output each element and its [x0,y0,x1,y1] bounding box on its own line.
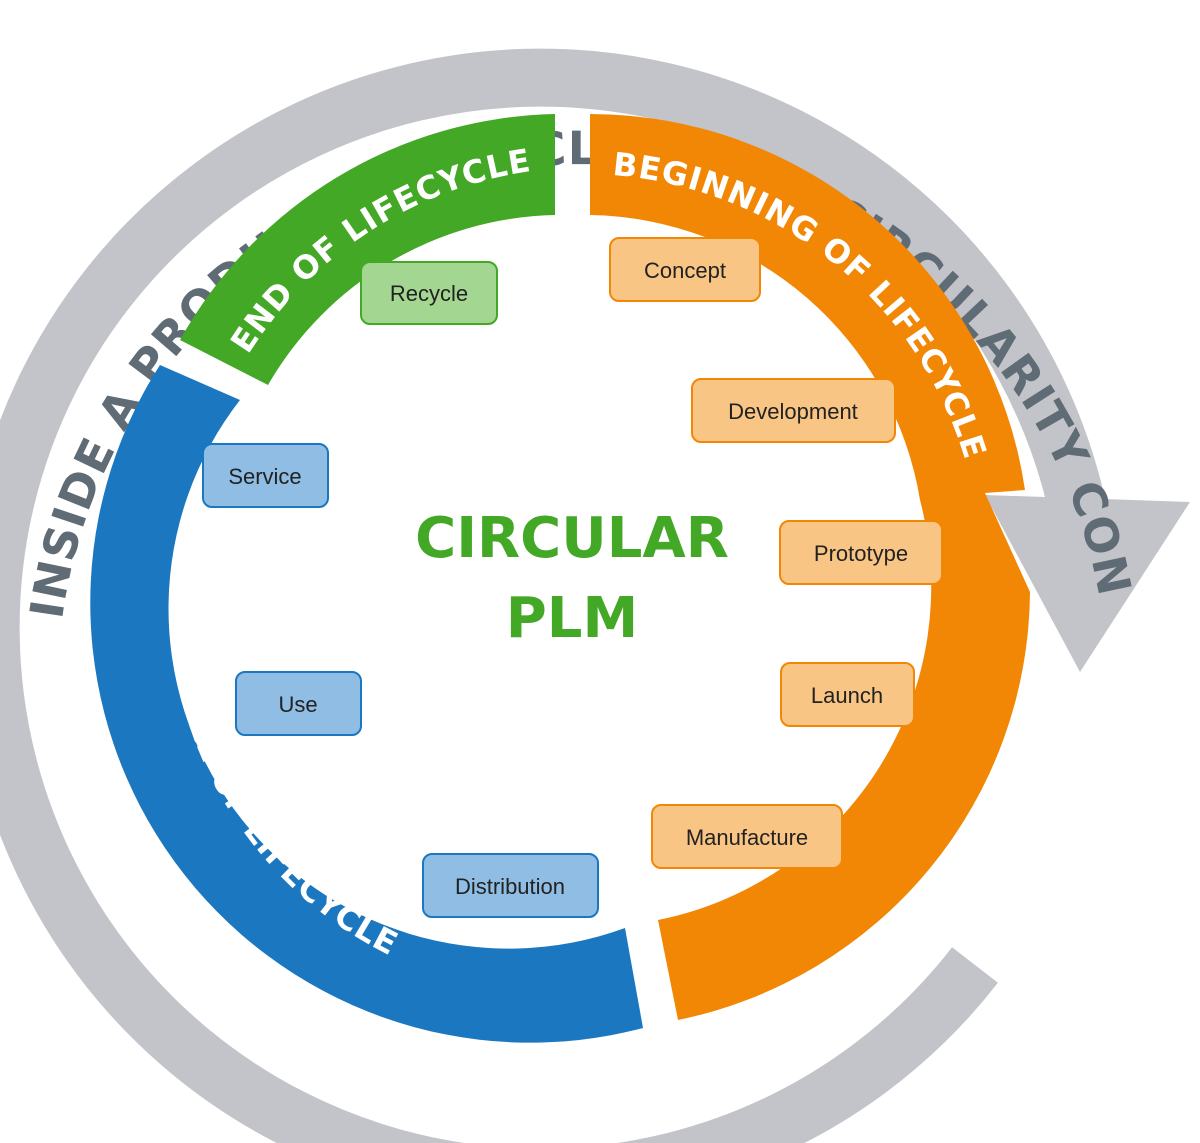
stage-label: Manufacture [686,825,808,850]
stage-box [422,853,599,918]
stage-label: Prototype [814,541,908,566]
stage-development: Development [691,378,896,443]
center-title: CIRCULAR PLM [415,506,729,651]
stage-label: Concept [644,258,726,283]
stage-prototype: Prototype [779,520,943,585]
stage-label: Service [228,464,301,489]
stage-box [691,378,896,443]
stage-box [360,261,498,325]
stage-label: Use [278,692,317,717]
stage-label: Recycle [390,281,468,306]
stage-launch: Launch [780,662,915,727]
stage-distribution: Distribution [422,853,599,918]
stage-box [651,804,843,869]
stage-concept: Concept [609,237,761,302]
center-title-line2: PLM [506,586,638,651]
stage-service: Service [202,443,329,508]
stage-use: Use [235,671,362,736]
outer-ring-arrowhead [985,495,1190,672]
stage-label: Distribution [455,874,565,899]
stage-box [609,237,761,302]
stage-recycle: Recycle [360,261,498,325]
middle-of-lifecycle-arc [90,365,644,1043]
beginning-of-lifecycle-arc [590,114,1030,1020]
end-of-lifecycle-arc [180,114,555,385]
center-title-line1: CIRCULAR [415,506,729,571]
stage-box [202,443,329,508]
stage-box [235,671,362,736]
stage-manufacture: Manufacture [651,804,843,869]
middle-of-lifecycle-segment: MIDDLE OF LIFECYCLE [90,365,644,1043]
stage-label: Launch [811,683,883,708]
stage-label: Development [728,399,858,424]
stage-box [779,520,943,585]
stage-box [780,662,915,727]
outer-ring-arc [0,48,1109,1143]
